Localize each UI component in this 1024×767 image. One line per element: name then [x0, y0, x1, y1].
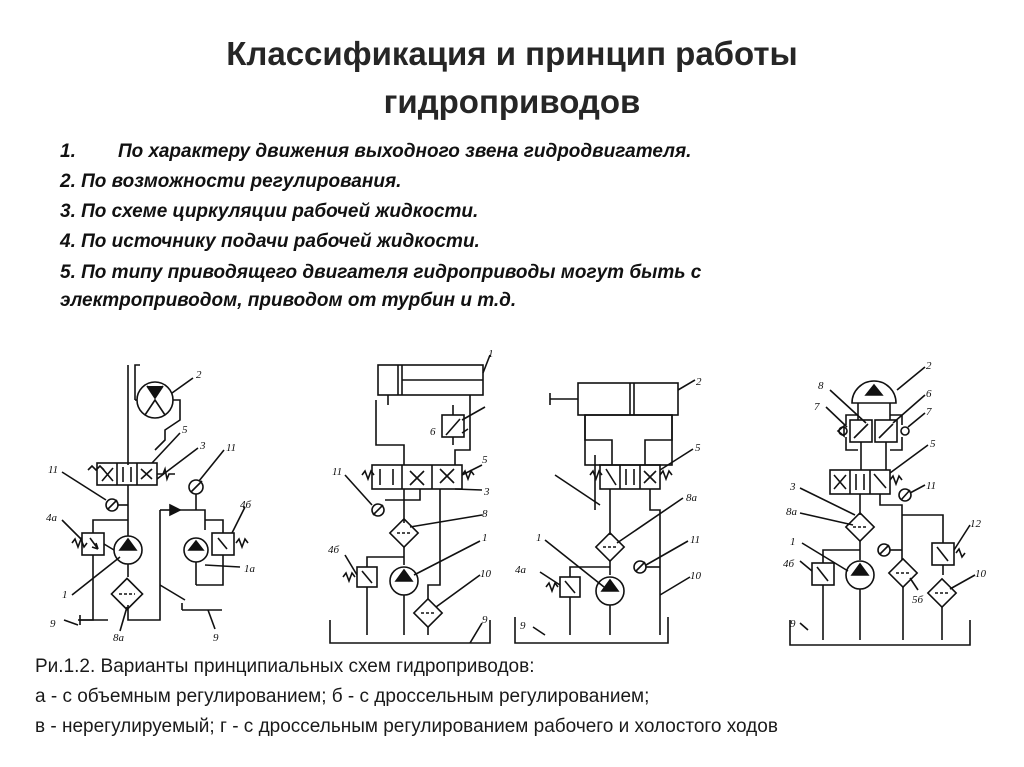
label-a-4a: 4а: [46, 512, 58, 524]
distributor-valve-icon: [96, 462, 158, 486]
label-a-3: 3: [199, 440, 206, 452]
label-c-1: 1: [536, 532, 542, 544]
label-d-11: 11: [926, 480, 936, 492]
label-c-8a: 8а: [686, 492, 698, 504]
filter-icon: [110, 577, 144, 611]
caption-line-1: Ри.1.2. Варианты принципиальных схем гид…: [35, 656, 535, 677]
label-b-9: 9: [482, 614, 488, 626]
label-b-4b: 4б: [328, 544, 340, 556]
label-d-7-left: 7: [814, 401, 820, 413]
label-d-6: 6: [926, 388, 932, 400]
list-item-1-text: По характеру движения выходного звена ги…: [118, 141, 692, 162]
label-b-1-top: 1: [488, 348, 494, 360]
label-a-11-right: 11: [226, 442, 236, 454]
label-a-9-right: 9: [213, 632, 219, 644]
hydrocylinder-icon: [577, 382, 679, 416]
title-line-1: Классификация и принцип работы: [226, 35, 798, 72]
list-item-4: 4. По источнику подачи рабочей жидкости.: [60, 231, 480, 252]
list-item-1-number: 1.: [60, 141, 76, 162]
classification-list: 1. По характеру движения выходного звена …: [60, 137, 860, 315]
filter-icon: [594, 531, 626, 563]
label-b-10: 10: [480, 568, 492, 580]
label-d-2: 2: [926, 360, 932, 372]
label-d-5b: 5б: [912, 594, 924, 606]
slide-title: Классификация и принцип работы гидроприв…: [0, 30, 1024, 126]
label-d-8: 8: [818, 380, 824, 392]
label-a-11-left: 11: [48, 464, 58, 476]
caption-line-2: а - с объемным регулированием; б - с дро…: [35, 686, 650, 707]
label-c-9: 9: [520, 620, 526, 632]
filter-icon: [844, 511, 876, 543]
figure-caption: Ри.1.2. Варианты принципиальных схем гид…: [35, 652, 995, 742]
label-d-4b: 4б: [783, 558, 795, 570]
label-d-5: 5: [930, 438, 936, 450]
hydraulic-schemes-figure: 2 5 3 11 11 4а 4б 1 1а 8а 9 9: [0, 345, 1024, 655]
label-c-4a: 4а: [515, 564, 527, 576]
label-b-6: 6: [430, 426, 436, 438]
label-d-8a: 8а: [786, 506, 798, 518]
label-d-10: 10: [975, 568, 987, 580]
label-b-8: 8: [482, 508, 488, 520]
label-a-8a: 8а: [113, 632, 125, 644]
label-a-1a: 1а: [244, 563, 256, 575]
title-line-2: гидроприводов: [383, 83, 641, 120]
caption-line-3: в - нерегулируемый; г - с дроссельным ре…: [35, 716, 778, 737]
label-a-9-left: 9: [50, 618, 56, 630]
scheme-a: 2 5 3 11 11 4а 4б 1 1а 8а 9 9: [46, 364, 256, 644]
label-d-12: 12: [970, 518, 982, 530]
label-d-9: 9: [790, 618, 796, 630]
label-c-5: 5: [695, 442, 701, 454]
list-item-1: 1. По характеру движения выходного звена …: [60, 137, 860, 167]
list-item-5-line-1: 5. По типу приводящего двигателя гидропр…: [60, 262, 702, 283]
scheme-d: 2 8 6 7 7 5 3 11 8а 1 4б 12 5б 10 9: [783, 360, 987, 646]
label-d-7-right: 7: [926, 406, 932, 418]
hydromotor-icon: [851, 380, 897, 404]
label-d-1: 1: [790, 536, 796, 548]
distributor-valve-icon: [371, 464, 463, 490]
list-item-5-line-2: электроприводом, приводом от турбин и т.…: [60, 290, 517, 311]
list-item-2: 2. По возможности регулирования.: [60, 171, 402, 192]
label-a-4b: 4б: [240, 499, 252, 511]
scheme-c: 2 5 8а 1 4а 11 10 9: [514, 376, 702, 644]
scheme-b: 1 6 5 11 3 8 4б 1 10 9: [328, 348, 494, 644]
label-c-10: 10: [690, 570, 702, 582]
label-c-11: 11: [690, 534, 700, 546]
list-item-5: 5. По типу приводящего двигателя гидропр…: [60, 259, 860, 315]
label-a-5: 5: [182, 424, 188, 436]
label-b-1: 1: [482, 532, 488, 544]
label-c-2: 2: [696, 376, 702, 388]
label-b-11: 11: [332, 466, 342, 478]
label-b-5: 5: [482, 454, 488, 466]
list-item-3: 3. По схеме циркуляции рабочей жидкости.: [60, 201, 479, 222]
label-d-3: 3: [789, 481, 796, 493]
filter-icon: [388, 517, 420, 549]
label-b-3: 3: [483, 486, 490, 498]
distributor-valve-icon: [599, 464, 661, 490]
label-a-2: 2: [196, 369, 202, 381]
label-a-1: 1: [62, 589, 68, 601]
